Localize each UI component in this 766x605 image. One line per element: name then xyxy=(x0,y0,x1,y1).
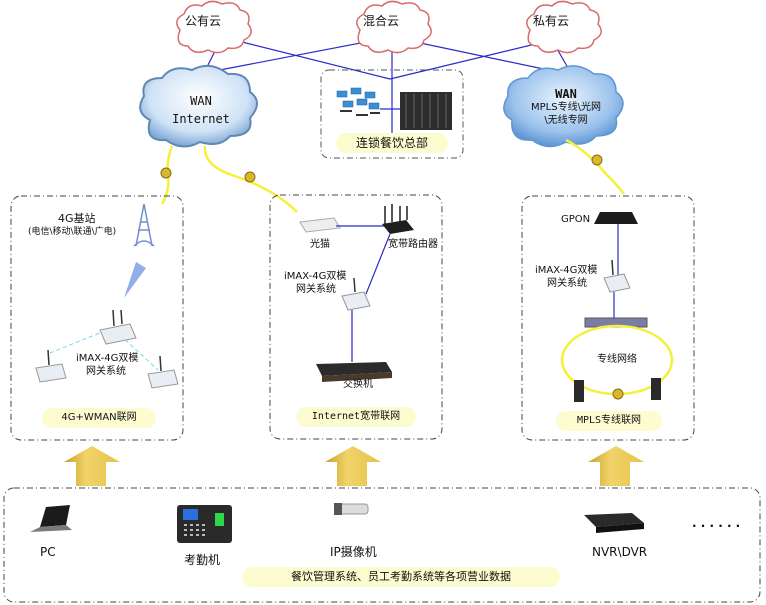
attendance-machine-icon xyxy=(177,505,232,543)
upload-arrow-icon xyxy=(588,446,644,486)
pc-label: PC xyxy=(40,545,56,559)
hq-box xyxy=(320,69,464,159)
panel-mpls-footer: MPLS专线联网 xyxy=(556,411,662,431)
gateway-device-icon xyxy=(35,349,67,383)
wan-internet-line2: Internet xyxy=(172,112,230,126)
fiber-connector-icon xyxy=(160,154,603,183)
workstations-icon xyxy=(336,87,380,116)
private-cloud-label: 私有云 xyxy=(532,14,569,28)
router-gateway-link xyxy=(365,233,391,295)
upload-arrow-icon xyxy=(325,446,381,486)
upload-arrow-icon xyxy=(64,446,120,486)
more-devices-ellipsis: · · · · · · xyxy=(692,519,741,533)
hq-label: 连锁餐饮总部 xyxy=(336,133,448,153)
gateway-label: iMAX-4G双模 xyxy=(76,353,139,364)
wan-mpls-label: WAN MPLS专线\光网 \无线专网 xyxy=(516,88,616,127)
modem-label: 光猫 xyxy=(310,239,330,250)
router-label: 宽带路由器 xyxy=(388,239,438,250)
gateway-device-icon xyxy=(99,309,137,345)
wan-mpls-line2: MPLS专线\光网 xyxy=(531,102,601,113)
dashed-wireless-links xyxy=(49,327,159,371)
camera-label: IP摄像机 xyxy=(330,545,377,559)
wan-mpls-cloud xyxy=(503,65,624,148)
panel-mpls-border xyxy=(521,195,695,441)
gateway-label-2: 网关系统 xyxy=(547,278,587,289)
hybrid-cloud-label: 混合云 xyxy=(362,14,399,28)
broadband-router-icon xyxy=(382,204,414,234)
nvr-device-icon xyxy=(584,513,644,533)
network-switch-icon xyxy=(316,362,392,382)
wan-internet-label: WAN Internet xyxy=(156,92,246,128)
devices-panel-border xyxy=(3,487,761,603)
gateway-label: iMAX-4G双模 xyxy=(535,265,598,276)
signal-beam-icon xyxy=(124,262,146,298)
hybrid-cloud xyxy=(356,0,432,54)
panel-4g-border xyxy=(10,195,184,441)
wan-internet-cloud xyxy=(139,64,258,148)
wan-internet-line1: WAN xyxy=(190,94,212,108)
devices-footer: 餐饮管理系统、员工考勤系统等各项营业数据 xyxy=(242,567,560,587)
private-cloud xyxy=(526,0,602,54)
laptop-icon xyxy=(30,505,72,532)
carriers-label: (电信\移动\联通\广电) xyxy=(28,227,117,237)
gateway-device-icon xyxy=(147,355,179,389)
panel-internet-footer: Internet宽带联网 xyxy=(296,407,416,427)
panel-4g-footer: 4G+WMAN联网 xyxy=(42,408,156,428)
gpon-label: GPON xyxy=(561,214,591,225)
cell-tower-icon xyxy=(133,203,155,247)
nvr-label: NVR\DVR xyxy=(592,545,648,559)
gateway-device-icon xyxy=(603,259,631,293)
gpon-device-icon xyxy=(594,212,638,224)
public-cloud-label: 公有云 xyxy=(184,14,221,28)
gateway-label: iMAX-4G双模 xyxy=(284,271,347,282)
ring-node-icon xyxy=(651,378,661,400)
public-cloud xyxy=(176,0,252,54)
panel-internet-border xyxy=(269,194,443,440)
base-station-label: 4G基站 xyxy=(58,212,96,225)
optical-modem-icon xyxy=(299,217,341,233)
ring-label: 专线网络 xyxy=(597,354,637,365)
switch-label: 交换机 xyxy=(343,379,373,390)
gateway-device-icon xyxy=(341,277,371,311)
server-rack-icon xyxy=(400,92,452,130)
ip-camera-icon xyxy=(334,503,369,515)
gateway-label-2: 网关系统 xyxy=(296,284,336,295)
wan-mpls-line1: WAN xyxy=(555,87,577,101)
wan-mpls-line3: \无线专网 xyxy=(544,115,588,126)
fiber-connector-icon xyxy=(612,388,624,400)
attendance-label: 考勤机 xyxy=(184,553,221,567)
gateway-label-2: 网关系统 xyxy=(86,366,126,377)
ring-node-icon xyxy=(574,380,584,402)
